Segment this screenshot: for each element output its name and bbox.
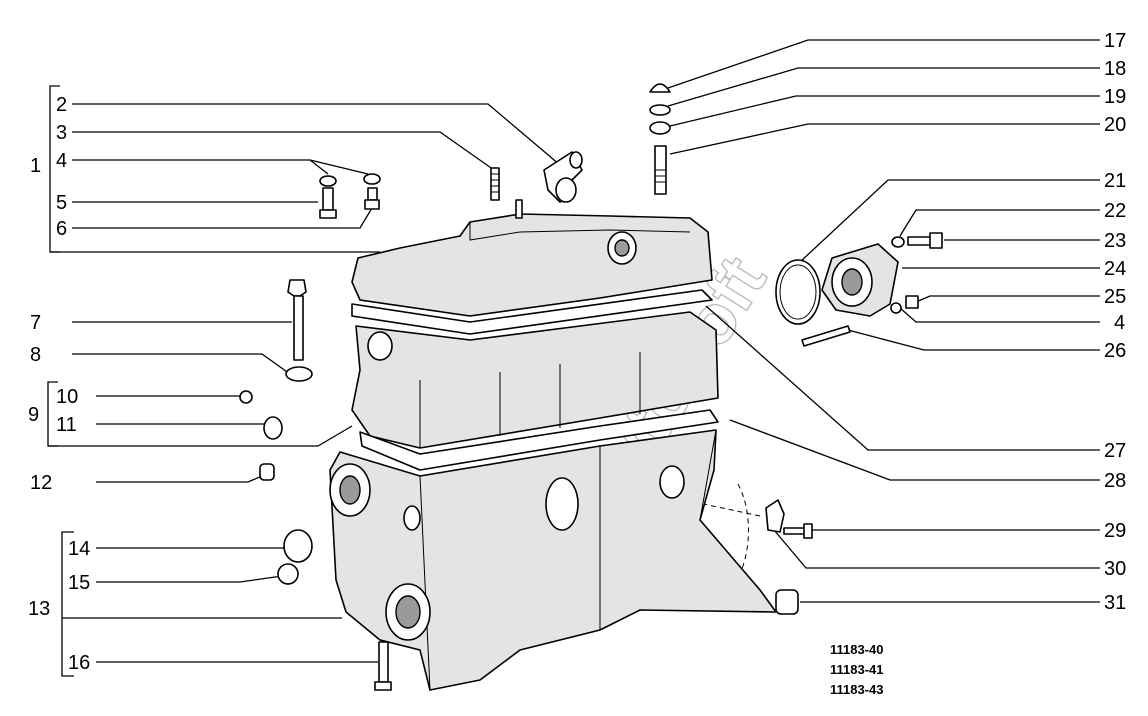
- label-3: 3: [56, 122, 67, 144]
- label-20: 20: [1104, 114, 1126, 136]
- callout-labels: 1 2 3 4 5 6 7 8 9 10 11 12 13 14 15 16 1…: [28, 30, 1126, 674]
- label-15: 15: [68, 572, 90, 594]
- label-29: 29: [1104, 520, 1126, 542]
- catalog-code: 11183-41: [830, 662, 884, 677]
- label-14: 14: [68, 538, 90, 560]
- label-12: 12: [30, 472, 52, 494]
- catalog-code: 11183-40: [830, 642, 884, 657]
- label-21: 21: [1104, 170, 1126, 192]
- label-25: 25: [1104, 286, 1126, 308]
- label-23: 23: [1104, 230, 1126, 252]
- leader-lines: [47, 39, 1100, 677]
- label-19: 19: [1104, 86, 1126, 108]
- label-16: 16: [68, 652, 90, 674]
- label-6: 6: [56, 218, 67, 240]
- label-4: 4: [56, 150, 67, 172]
- label-2: 2: [56, 94, 67, 116]
- label-8: 8: [30, 344, 41, 366]
- label-13: 13: [28, 598, 50, 620]
- label-9: 9: [28, 404, 39, 426]
- label-7: 7: [30, 312, 41, 334]
- label-31: 31: [1104, 592, 1126, 614]
- label-5: 5: [56, 192, 67, 214]
- parts: [239, 83, 943, 691]
- label-17: 17: [1104, 30, 1126, 52]
- label-27: 27: [1104, 440, 1126, 462]
- label-11: 11: [56, 414, 77, 436]
- catalog-code: 11183-43: [830, 682, 884, 697]
- label-10: 10: [56, 386, 78, 408]
- label-30: 30: [1104, 558, 1126, 580]
- label-24: 24: [1104, 258, 1126, 280]
- catalog-codes: 11183-40 11183-41 11183-43: [830, 642, 884, 697]
- label-28: 28: [1104, 470, 1126, 492]
- label-26: 26: [1104, 340, 1126, 362]
- label-1: 1: [30, 155, 41, 177]
- label-22: 22: [1104, 200, 1126, 222]
- label-18: 18: [1104, 58, 1126, 80]
- label-4-right: 4: [1114, 312, 1125, 334]
